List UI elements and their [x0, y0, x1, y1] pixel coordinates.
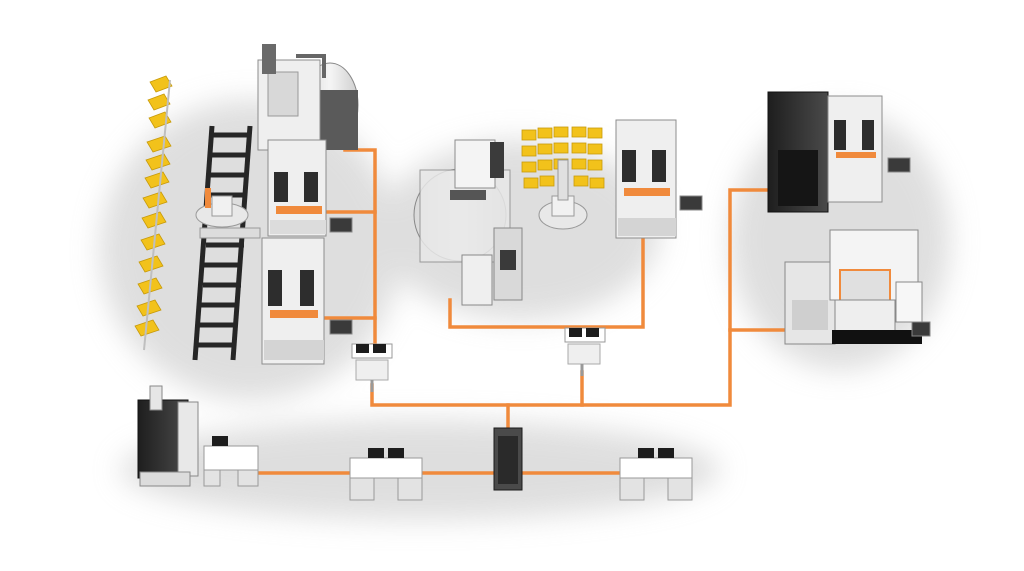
- server-tower: [493, 427, 523, 491]
- cmm-machine: [137, 385, 199, 487]
- edm-machine-right-upper: [827, 95, 911, 203]
- edm-machine-center: [615, 119, 703, 239]
- die-sinking-machine-right: [784, 229, 931, 345]
- conveyor-track: [192, 125, 253, 361]
- office-desk-center: [349, 448, 423, 501]
- office-desk-right: [619, 448, 693, 501]
- office-desk-left: [203, 436, 259, 487]
- network-lines: [256, 148, 787, 475]
- dark-cabinet-machine: [767, 91, 829, 213]
- robot-left: [195, 188, 261, 239]
- pallet-rack: [134, 75, 173, 351]
- tray-rack-center: [521, 126, 605, 189]
- workstation-center: [564, 327, 606, 376]
- edm-machine-left-lower: [261, 237, 353, 365]
- large-machine-top-left: [257, 44, 359, 151]
- edm-machine-left-upper: [267, 139, 353, 237]
- network-line-left-drop: [370, 188, 782, 407]
- round-machine-center: [413, 139, 523, 306]
- workstation-left: [351, 343, 393, 392]
- network-line-center-loop: [448, 236, 645, 329]
- robot-center: [538, 159, 588, 230]
